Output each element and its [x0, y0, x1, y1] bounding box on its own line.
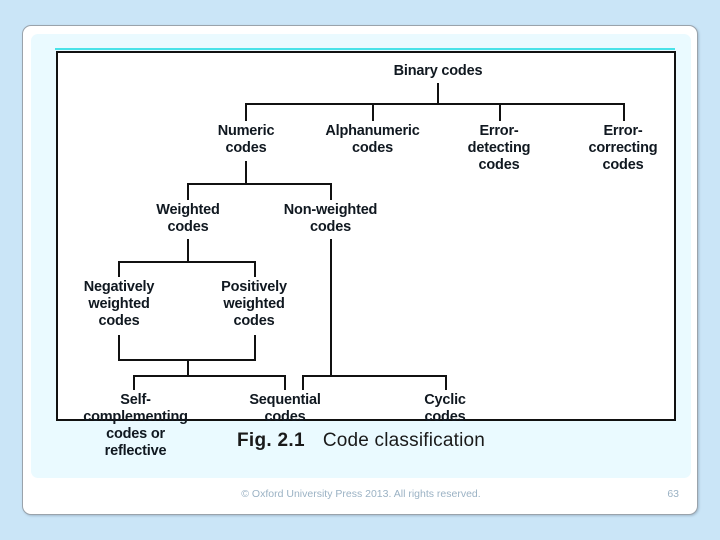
connector-bottom-bus-right: [302, 375, 447, 377]
node-sequential-codes: Sequential codes: [249, 392, 321, 425]
connector-drop-error-detecting: [499, 103, 501, 121]
node-binary-codes: Binary codes: [393, 63, 483, 79]
connector-drop-non-weighted: [330, 183, 332, 200]
connector-rise-positively-weighted: [254, 335, 256, 361]
connector-drop-self-complementing: [133, 375, 135, 390]
figure-caption-title: Code classification: [322, 430, 486, 451]
node-error-detecting-codes: Error- detecting codes: [467, 123, 531, 173]
footer-page-number: 63: [667, 488, 679, 500]
connector-drop-numeric: [245, 103, 247, 121]
figure-caption-label: Fig. 2.1: [236, 430, 305, 451]
node-weighted-codes: Weighted codes: [156, 202, 220, 235]
connector-level1-bus: [245, 103, 624, 105]
node-alphanumeric-codes: Alphanumeric codes: [325, 123, 420, 156]
connector-drop-error-correcting: [623, 103, 625, 121]
connector-numeric-stem: [245, 161, 247, 183]
connector-drop-weighted: [187, 183, 189, 200]
connector-drop-sequential-right: [302, 375, 304, 390]
connector-drop-alphanumeric: [372, 103, 374, 121]
connector-merged-weighted-stem: [187, 359, 189, 375]
node-non-weighted-codes: Non-weighted codes: [283, 202, 378, 235]
node-error-correcting-codes: Error- correcting codes: [588, 123, 658, 173]
connector-rise-negatively-weighted: [118, 335, 120, 361]
connector-root-stem: [437, 83, 439, 103]
connector-drop-cyclic: [445, 375, 447, 390]
connector-level3-bus: [118, 261, 256, 263]
node-positively-weighted-codes: Positively weighted codes: [221, 279, 287, 329]
connector-non-weighted-stem: [330, 239, 332, 375]
connector-bottom-bus-left: [133, 375, 286, 377]
connector-drop-negatively-weighted: [118, 261, 120, 277]
content-panel: Binary codes Numeric codes Alphanumeric …: [31, 34, 691, 478]
node-cyclic-codes: Cyclic codes: [424, 392, 466, 425]
node-self-complementing-codes: Self- complementing codes or reflective: [83, 392, 188, 459]
connector-drop-sequential-left: [284, 375, 286, 390]
slide-card: Binary codes Numeric codes Alphanumeric …: [22, 25, 698, 515]
node-numeric-codes: Numeric codes: [217, 123, 275, 156]
footer-copyright: © Oxford University Press 2013. All righ…: [241, 488, 481, 500]
node-negatively-weighted-codes: Negatively weighted codes: [83, 279, 155, 329]
connector-level2-bus: [187, 183, 332, 185]
figure-caption: Fig. 2.1 Code classification: [31, 430, 691, 452]
connector-weighted-stem: [187, 239, 189, 261]
accent-rule: [55, 48, 675, 50]
connector-drop-positively-weighted: [254, 261, 256, 277]
code-classification-figure: Binary codes Numeric codes Alphanumeric …: [56, 51, 676, 459]
